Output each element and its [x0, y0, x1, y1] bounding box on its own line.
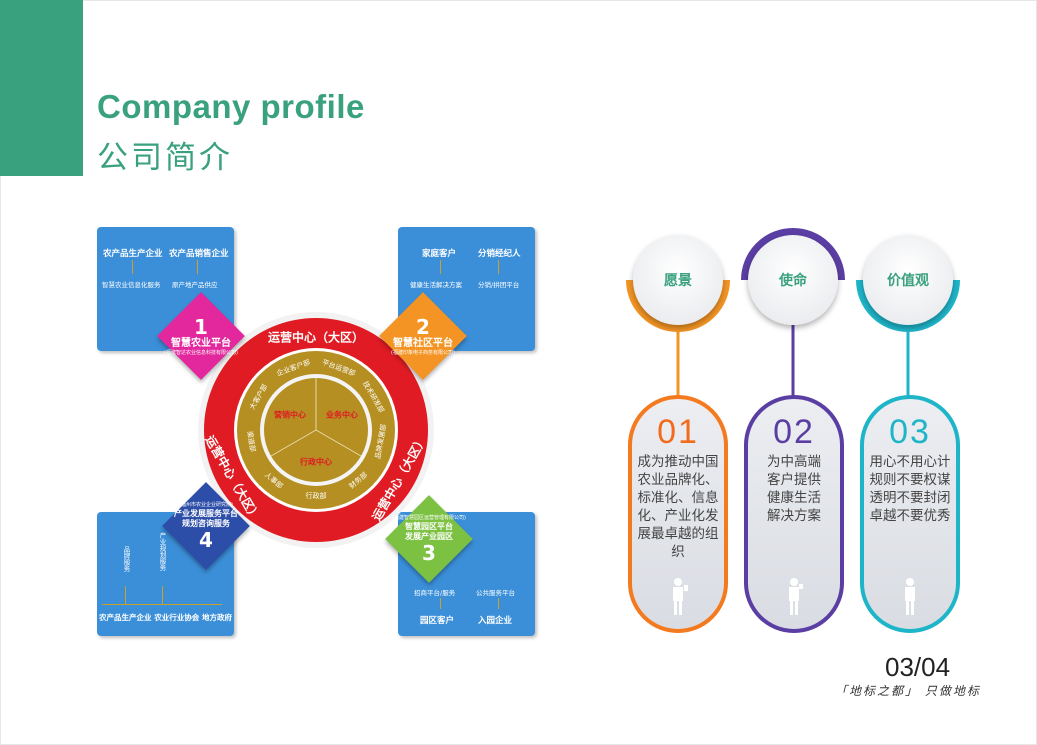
ring-label-top: 运营中心（大区） — [268, 330, 364, 345]
arrow-sublabel: (福州市农业企业研究院) — [179, 502, 233, 508]
arrow-label: 智慧社区平台 — [393, 338, 453, 349]
arrow-sublabel: (福建智达农业信息科技有限公司) — [164, 350, 238, 356]
arrow-label: 智慧园区平台 — [405, 522, 453, 531]
dept-label: 渠道部 — [245, 430, 258, 452]
box-label: 健康生活解决方案 — [410, 281, 462, 289]
page-title: Company profile — [97, 88, 365, 125]
org-wheel: 运营中心（大区） 运营中心（大区） 运营中心（大区） 企业客户部 平台运营部 技… — [198, 312, 434, 548]
box-label: 产业规划服务 — [158, 532, 166, 571]
card-text: 为中高端客户提供健康生活解决方案 — [767, 454, 821, 524]
values-card: 03 用心不用心计规则不要权谋透明不要封闭卓越不要优秀 — [860, 395, 960, 633]
arrow-label: 规划咨询服务 — [182, 519, 230, 528]
arrow-number: 4 — [199, 528, 213, 552]
box-label: 原产地产品供应 — [172, 281, 218, 289]
box-label: 招商平台/服务 — [414, 589, 456, 597]
card-text: 成为推动中国农业品牌化、标准化、信息化、产业化发展最卓越的组织 — [637, 454, 719, 560]
arrow-4-labels: (福州市农业企业研究院) 产业发展服务平台 规划咨询服务 4 — [156, 502, 256, 551]
accent-block — [0, 0, 83, 176]
box-label: 农业行业协会 — [154, 613, 200, 622]
arrow-label: 产业发展服务平台 — [174, 509, 238, 518]
person-icon — [789, 578, 803, 615]
card-number: 02 — [773, 413, 815, 451]
page-number: 03/04 — [885, 652, 951, 682]
vision-title: 愿景 — [664, 273, 692, 289]
arrow-number: 2 — [416, 315, 430, 339]
card-text: 用心不用心计规则不要权谋透明不要封闭卓越不要优秀 — [869, 454, 951, 524]
box-label: 农产品销售企业 — [169, 249, 229, 259]
core-label: 营销中心 — [274, 410, 306, 420]
slogan-left: 地标之都 — [849, 684, 906, 698]
arrow-number: 1 — [194, 315, 208, 339]
vision-circle: 愿景 — [633, 235, 723, 325]
vision-card: 01 成为推动中国农业品牌化、标准化、信息化、产业化发展最卓越的组织 — [628, 395, 728, 633]
arrow-label: 发展产业园区 — [405, 532, 453, 541]
values-title: 价值观 — [887, 273, 929, 289]
dept-label: 行政部 — [306, 491, 327, 500]
card-number: 01 — [657, 413, 699, 451]
card-number: 03 — [889, 413, 931, 451]
person-icon — [905, 578, 915, 615]
page-subtitle: 公司简介 — [97, 140, 233, 176]
box-label: 分销经纪人 — [478, 249, 521, 259]
box-community: 家庭客户 分销经纪人 健康生活解决方案 分销/拼团平台 — [398, 227, 535, 351]
arrow-3-labels: (福建智慧园区运营管理有限公司) 智慧园区平台 发展产业园区 3 — [379, 515, 479, 564]
mission-title: 使命 — [779, 273, 807, 289]
mission-card: 02 为中高端客户提供健康生活解决方案 — [744, 395, 844, 633]
box-label: 公共服务平台 — [476, 589, 515, 597]
box-label: 地方政府 — [202, 613, 232, 622]
box-label: 智慧农业信息化服务 — [102, 281, 161, 289]
arrow-1-labels: 1 智慧农业平台 (福建智达农业信息科技有限公司) — [151, 316, 251, 357]
slogan-right: 只做地标 — [924, 684, 981, 698]
box-label: 家庭客户 — [422, 249, 457, 259]
core-label: 业务中心 — [326, 410, 358, 420]
arrow-number: 3 — [422, 541, 436, 565]
person-icon — [673, 578, 688, 615]
arrow-sublabel: (福建印象电子商务有限公司) — [391, 350, 455, 356]
core-label: 行政中心 — [299, 457, 332, 467]
box-label: 园区客户 — [420, 616, 455, 626]
values-circle: 价值观 — [863, 235, 953, 325]
box-bottom-row: 农产品生产企业 农业行业协会 地方政府 — [99, 612, 232, 623]
box-label: 分销/拼团平台 — [478, 281, 520, 289]
arrow-label: 智慧农业平台 — [171, 338, 231, 349]
arrow-sublabel: (福建智慧园区运营管理有限公司) — [392, 515, 466, 521]
box-label: 品牌服务 — [122, 546, 130, 572]
mission-circle: 使命 — [748, 235, 838, 325]
slogan: 「地标之都」 只做地标 — [835, 684, 981, 698]
arrow-2-labels: 2 智慧社区平台 (福建印象电子商务有限公司) — [373, 316, 473, 357]
box-industry: 品牌服务 产业规划服务 农产品生产企业 农业行业协会 地方政府 — [97, 512, 234, 636]
box-label: 入园企业 — [478, 616, 513, 626]
box-label: 农产品生产企业 — [103, 249, 163, 259]
box-label: 农产品生产企业 — [99, 613, 152, 622]
